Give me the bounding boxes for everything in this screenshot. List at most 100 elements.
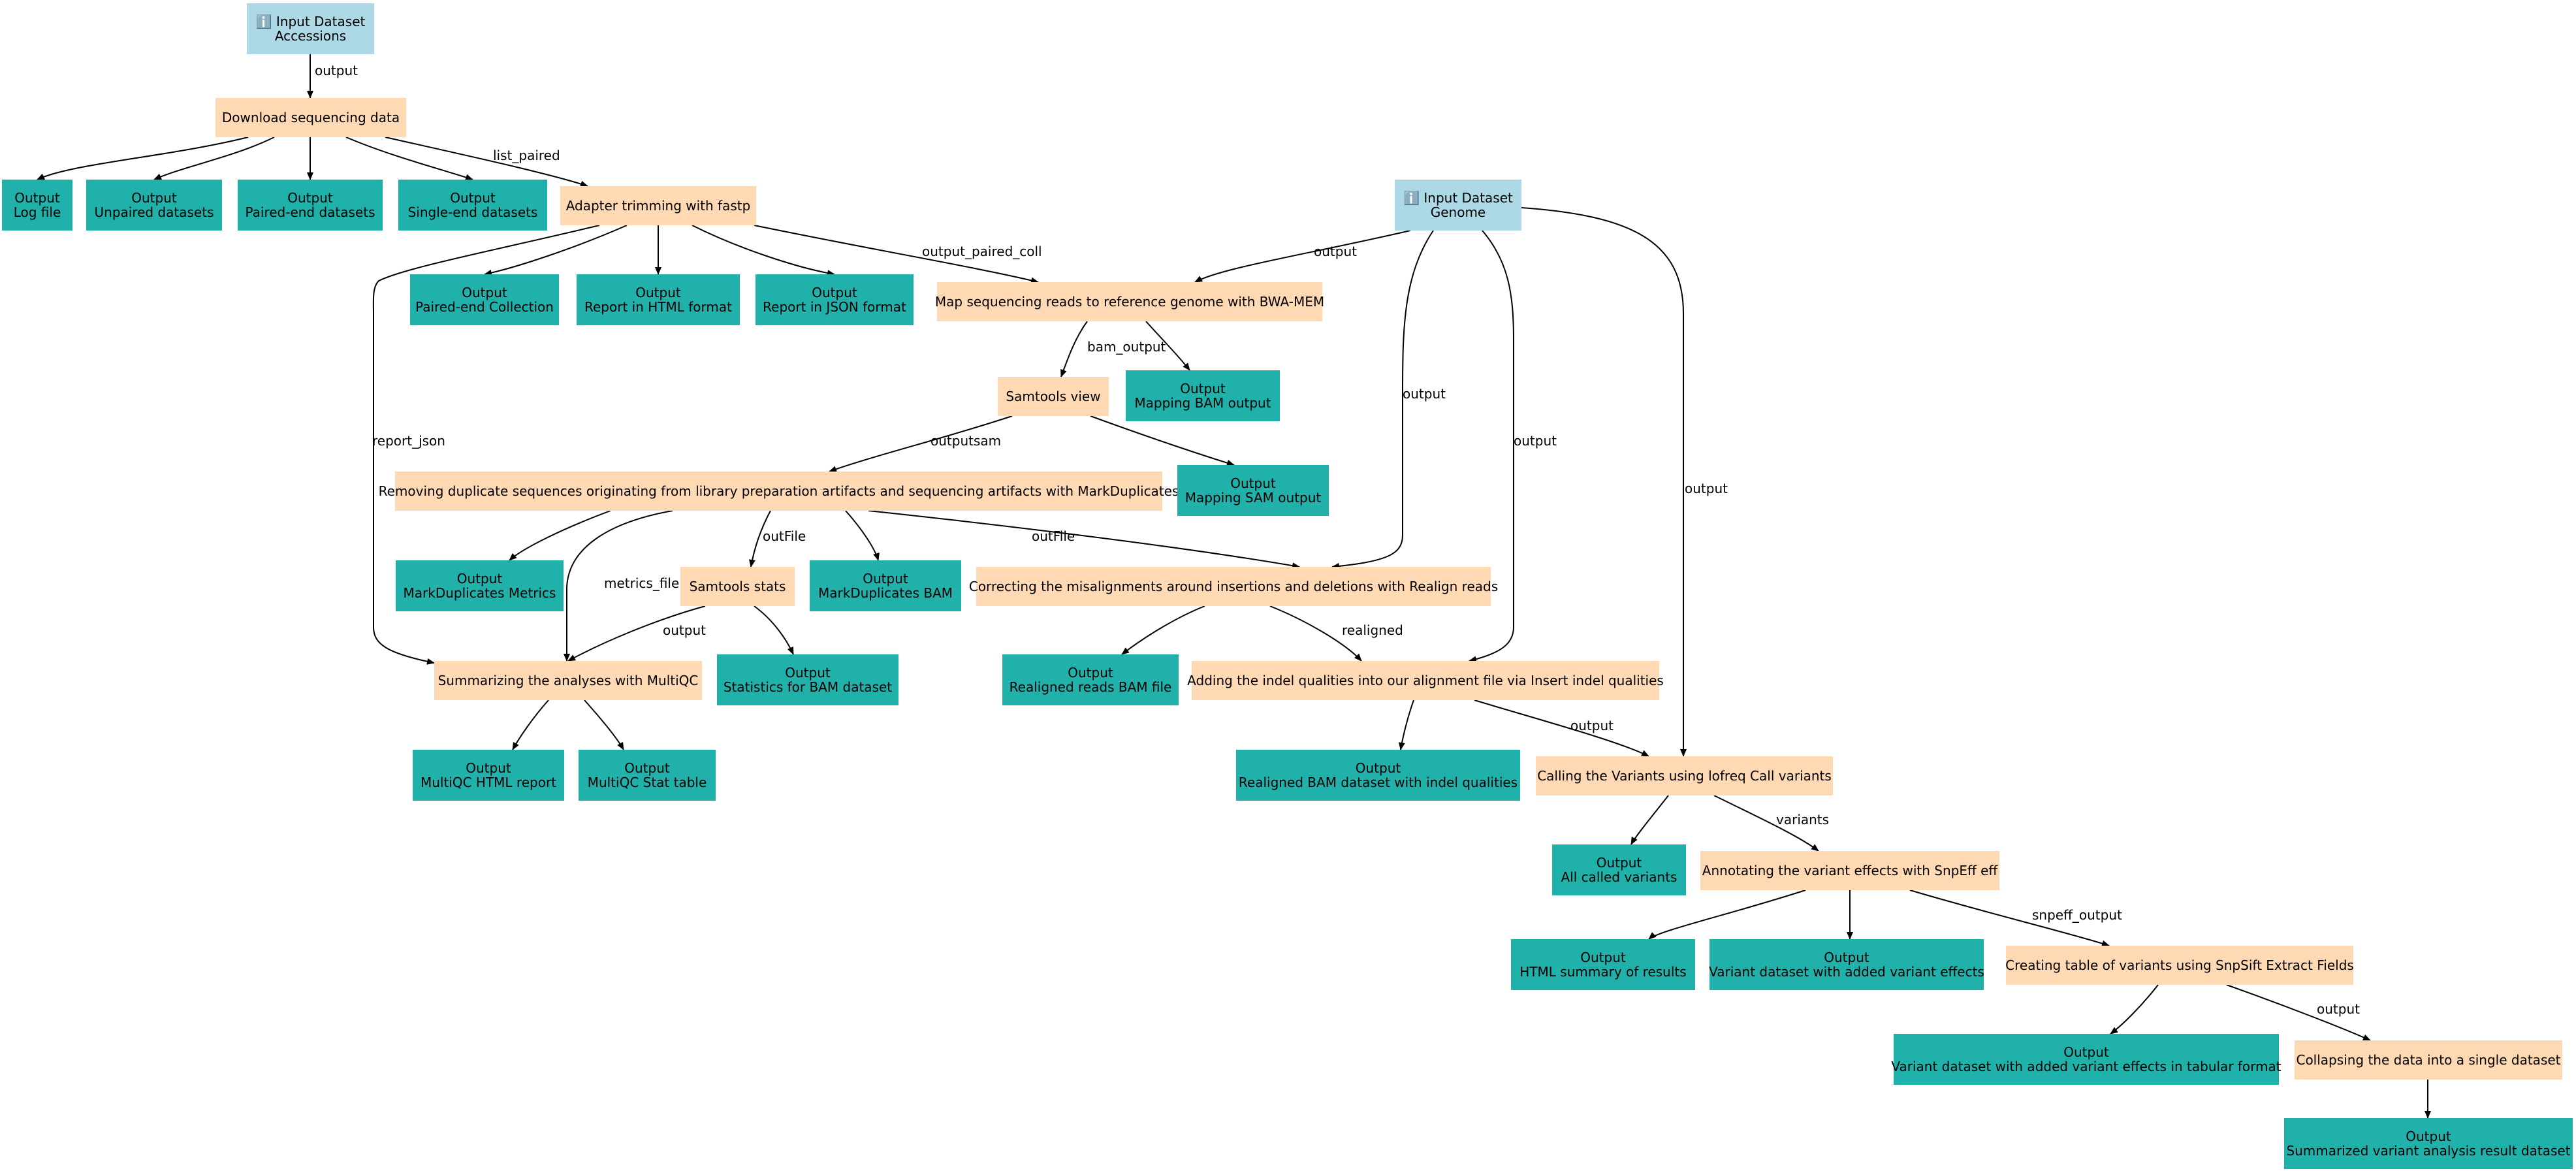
node-label-line: Output (462, 285, 507, 300)
edge-samview-to-markdup (829, 415, 1013, 472)
node-label-line: Output (635, 285, 681, 300)
edge-in_genome-to-indelq (1469, 230, 1514, 663)
edge-fastp-to-multiqc (372, 225, 600, 665)
node-label-line: MultiQC Stat table (587, 775, 707, 790)
edge-label-indelq-to-lofreq: output (1570, 718, 1614, 733)
node-markdup: Removing duplicate sequences originating… (379, 472, 1179, 511)
edge-label-markdup-to-multiqc: metrics_file (604, 575, 679, 591)
edge-label-markdup-to-samstats: outFile (763, 528, 806, 544)
node-label-line: Output (287, 190, 333, 206)
node-label-line: Output (1230, 475, 1276, 491)
node-label-line: Adding the indel qualities into our alig… (1187, 673, 1664, 688)
node-label-line: Output (456, 571, 503, 586)
edge-label-realign-to-indelq: realigned (1342, 622, 1403, 638)
edge-markdup-to-out_mdmetrics (509, 510, 611, 561)
edge-label-fastp-to-bwa: output_paired_coll (922, 244, 1042, 259)
edge-fastp-to-bwa (754, 225, 1039, 284)
edge-samstats-to-multiqc (567, 605, 706, 662)
edge-download-to-out_single (345, 136, 473, 181)
node-label-line: HTML summary of results (1519, 964, 1687, 980)
node-indelq: Adding the indel qualities into our alig… (1187, 661, 1664, 700)
edge-download-to-out_unpaired (153, 136, 275, 180)
node-label-line: Samtools stats (689, 579, 786, 594)
node-label-line: Report in JSON format (763, 299, 906, 315)
edge-label-markdup-to-realign: outFile (1032, 528, 1075, 544)
node-label-line: Accessions (274, 28, 347, 44)
node-label-line: Output (2063, 1044, 2109, 1060)
node-label-line: Paired-end Collection (415, 299, 554, 315)
node-label-line: Output (1068, 665, 1113, 681)
node-label-line: Output (624, 760, 670, 776)
node-label-line: ℹ️ Input Dataset (1403, 190, 1513, 206)
node-label-line: Output (1580, 950, 1626, 965)
node-samview: Samtools view (998, 377, 1109, 416)
edge-label-samstats-to-multiqc: output (663, 622, 706, 638)
edge-in_genome-to-lofreq (1521, 207, 1687, 757)
node-realign: Correcting the misalignments around inse… (969, 567, 1498, 606)
edge-indelq-to-out_indelbam (1398, 699, 1414, 750)
node-label-line: Single-end datasets (407, 204, 538, 220)
node-label-line: Variant dataset with added variant effec… (1891, 1059, 2282, 1074)
node-snpeff: Annotating the variant effects with SnpE… (1700, 851, 1999, 890)
node-label-line: Report in HTML format (584, 299, 732, 315)
edge-snpeff-to-snpsift (1909, 890, 2110, 947)
edge-realign-to-out_realigned (1121, 605, 1205, 655)
node-label-line: Log file (13, 204, 61, 220)
edge-lofreq-to-snpeff (1713, 795, 1819, 852)
edge-label-bwa-to-samview: bam_output (1087, 339, 1166, 355)
edge-markdup-to-out_mdbam (845, 510, 880, 561)
node-label-line: Paired-end datasets (245, 204, 375, 220)
edge-snpeff-to-out_htmlsum (1648, 890, 1806, 940)
edge-realign-to-indelq (1269, 605, 1362, 662)
node-label-line: Output (1824, 950, 1869, 965)
node-label-line: MultiQC HTML report (420, 775, 557, 790)
edge-label-in_genome-to-realign: output (1403, 386, 1446, 402)
node-label-line: Output (812, 285, 857, 300)
node-collapse: Collapsing the data into a single datase… (2295, 1040, 2562, 1080)
node-label-line: Output (14, 190, 60, 206)
node-label-line: Removing duplicate sequences originating… (378, 483, 1179, 499)
edge-label-lofreq-to-snpeff: variants (1776, 812, 1829, 827)
node-label-line: MarkDuplicates Metrics (403, 585, 556, 601)
node-label-line: Adapter trimming with fastp (565, 198, 751, 214)
node-label-line: Variant dataset with added variant effec… (1709, 964, 1984, 980)
node-label-line: Mapping SAM output (1185, 490, 1322, 505)
node-label-line: Unpaired datasets (94, 204, 214, 220)
edge-label-snpsift-to-collapse: output (2317, 1001, 2360, 1017)
node-download: Download sequencing data (215, 98, 406, 137)
node-label-line: Realigned BAM dataset with indel qualiti… (1238, 775, 1518, 790)
node-fastp: Adapter trimming with fastp (560, 186, 756, 225)
node-label-line: Annotating the variant effects with SnpE… (1702, 863, 1998, 878)
edge-in_genome-to-bwa (1194, 230, 1411, 283)
node-label-line: Summarized variant analysis result datas… (2286, 1143, 2571, 1159)
edge-lofreq-to-out_called (1630, 795, 1669, 845)
edge-label-fastp-to-multiqc: report_json (372, 433, 445, 449)
edge-label-download-to-fastp: list_paired (493, 148, 560, 163)
node-label-line: Creating table of variants using SnpSift… (2005, 957, 2354, 973)
edge-markdup-to-realign (868, 510, 1300, 569)
node-label-line: Output (1596, 855, 1642, 871)
edge-label-in_acc-to-download: output (315, 63, 358, 78)
node-label-line: Output (1180, 381, 1226, 396)
edge-download-to-fastp (385, 136, 588, 187)
node-label-line: Mapping BAM output (1134, 395, 1271, 411)
edge-indelq-to-lofreq (1474, 699, 1649, 757)
node-label-line: Genome (1430, 204, 1486, 220)
